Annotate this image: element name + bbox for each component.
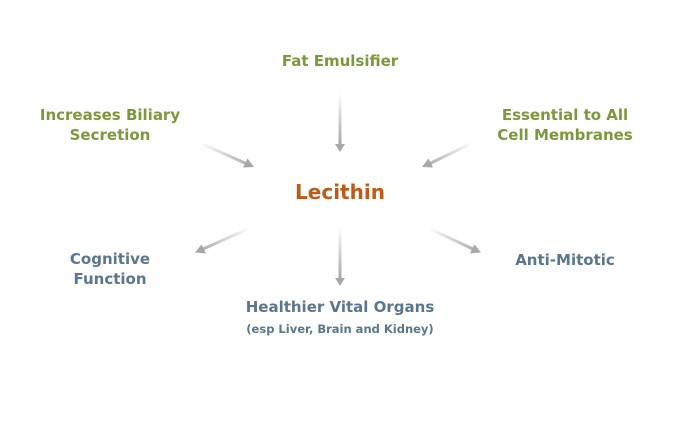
center-label-lecithin: Lecithin — [295, 180, 385, 204]
node-cognitive-line1: Cognitive — [69, 250, 151, 268]
node-essential-cell-membranes: Essential to All Cell Membranes — [470, 105, 660, 145]
node-anti-mitotic: Anti-Mitotic — [495, 250, 635, 270]
node-cognitive-function: Cognitive Function — [40, 249, 180, 289]
arrow-bottom-right — [427, 226, 481, 254]
node-increases-biliary-secretion: Increases Biliary Secretion — [20, 105, 200, 145]
node-healthier-vital-organs: Healthier Vital Organs (esp Liver, Brain… — [200, 297, 480, 338]
arrow-top-right — [422, 141, 473, 168]
node-fat-emulsifier-line1: Fat Emulsifier — [281, 52, 399, 70]
arrow-top — [335, 93, 345, 152]
node-organs-line2: (esp Liver, Brain and Kidney) — [246, 322, 434, 336]
arrow-bottom-left — [195, 226, 251, 254]
arrow-bottom — [335, 226, 345, 286]
node-fat-emulsifier: Fat Emulsifier — [240, 51, 440, 71]
node-biliary-line2: Secretion — [69, 126, 151, 144]
node-membranes-line1: Essential to All — [501, 106, 629, 124]
arrow-top-left — [199, 141, 254, 168]
node-membranes-line2: Cell Membranes — [497, 126, 633, 144]
node-organs-line1: Healthier Vital Organs — [245, 298, 435, 316]
node-anti-mitotic-line1: Anti-Mitotic — [515, 251, 615, 269]
node-cognitive-line2: Function — [73, 270, 147, 288]
node-biliary-line1: Increases Biliary — [39, 106, 181, 124]
